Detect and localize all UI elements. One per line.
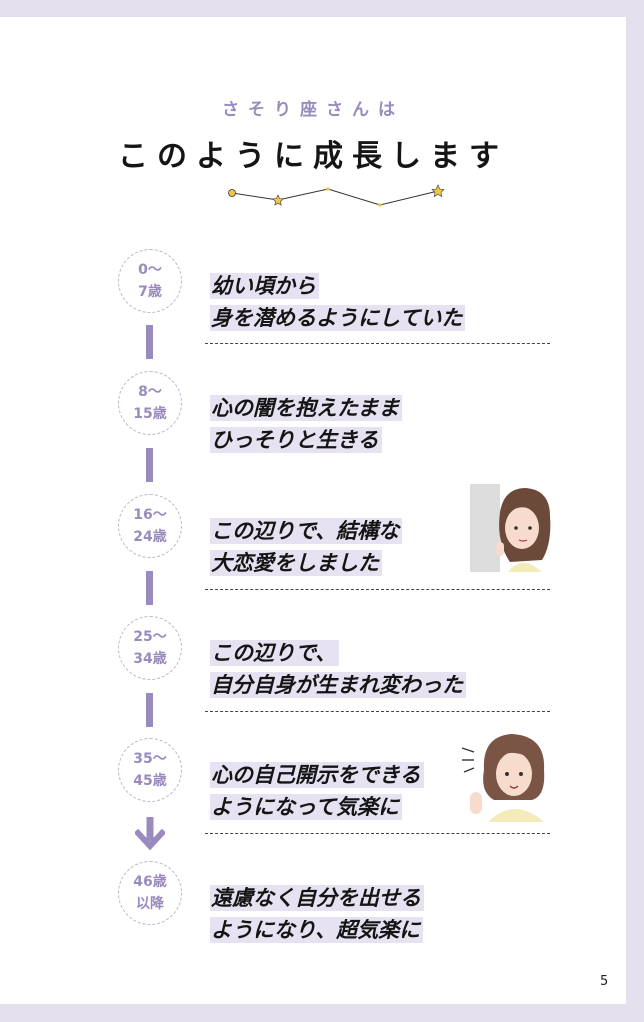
age-range-end: 24歳 bbox=[133, 529, 167, 545]
page-title: このように成長します bbox=[118, 139, 508, 174]
stage-46-plus: 46歳 以降 遠慮なく自分を出せる ようになり、超気楽に bbox=[0, 861, 626, 961]
stage-8-15: 8～ 15歳 心の闇を抱えたまま ひっそりと生きる bbox=[0, 371, 626, 471]
stage-text-line2: 大恋愛をしました bbox=[210, 550, 382, 576]
stage-text-line1: 幼い頃から bbox=[210, 273, 319, 299]
stage-16-24: 16～ 24歳 この辺りで、結構な 大恋愛をしました bbox=[0, 494, 626, 594]
age-circle: 0～ 7歳 bbox=[118, 249, 182, 313]
age-circle: 16～ 24歳 bbox=[118, 494, 182, 558]
page-number: 5 bbox=[600, 974, 609, 989]
age-range-start: 8～ bbox=[138, 384, 162, 400]
arrow-down-icon bbox=[135, 817, 165, 851]
stage-text-line2: ようになって気楽に bbox=[210, 794, 402, 820]
divider bbox=[205, 833, 550, 834]
age-range-end: 34歳 bbox=[133, 651, 167, 667]
stage-text-line1: 遠慮なく自分を出せる bbox=[210, 885, 424, 911]
timeline-connector bbox=[146, 571, 153, 605]
age-range-end: 以降 bbox=[136, 896, 164, 912]
timeline-connector bbox=[146, 693, 153, 727]
age-range-start: 25～ bbox=[133, 629, 167, 645]
divider bbox=[205, 589, 550, 590]
age-range-start: 0～ bbox=[138, 262, 162, 278]
stage-text-line2: ようになり、超気楽に bbox=[210, 917, 424, 943]
age-range-start: 35～ bbox=[133, 751, 167, 767]
stage-text-line2: ひっそりと生きる bbox=[210, 427, 382, 453]
age-range-start: 16～ bbox=[133, 507, 167, 523]
waving-woman-illustration bbox=[461, 734, 545, 822]
stage-35-45: 35～ 45歳 心の自己開示をできる ようになって気楽に bbox=[0, 738, 626, 838]
divider bbox=[205, 711, 550, 712]
age-circle: 8～ 15歳 bbox=[118, 371, 182, 435]
divider bbox=[205, 343, 550, 344]
stage-text-line1: この辺りで、結構な bbox=[210, 518, 403, 544]
stage-text-line1: この辺りで、 bbox=[210, 640, 340, 666]
subtitle: さそり座さんは bbox=[222, 100, 404, 120]
age-range-end: 45歳 bbox=[133, 773, 167, 789]
age-range-start: 46歳 bbox=[133, 874, 167, 890]
age-range-end: 15歳 bbox=[133, 406, 167, 422]
age-circle: 25～ 34歳 bbox=[118, 616, 182, 680]
timeline-connector bbox=[146, 325, 153, 359]
timeline-connector bbox=[146, 448, 153, 482]
page: さそり座さんは このように成長します 0～ 7歳 幼い頃から 身を潜めるようにし… bbox=[0, 17, 626, 1004]
constellation-icon bbox=[228, 184, 445, 207]
age-circle: 46歳 以降 bbox=[118, 861, 182, 925]
stage-0-7: 0～ 7歳 幼い頃から 身を潜めるようにしていた bbox=[0, 249, 626, 349]
age-circle: 35～ 45歳 bbox=[118, 738, 182, 802]
stage-25-34: 25～ 34歳 この辺りで、 自分自身が生まれ変わった bbox=[0, 616, 626, 716]
stage-text-line1: 心の闇を抱えたまま bbox=[210, 395, 403, 421]
age-range-end: 7歳 bbox=[138, 284, 162, 300]
stage-text-line2: 身を潜めるようにしていた bbox=[210, 305, 466, 331]
peeking-woman-illustration bbox=[470, 484, 551, 572]
stage-text-line1: 心の自己開示をできる bbox=[210, 762, 424, 788]
stage-text-line2: 自分自身が生まれ変わった bbox=[210, 672, 466, 698]
